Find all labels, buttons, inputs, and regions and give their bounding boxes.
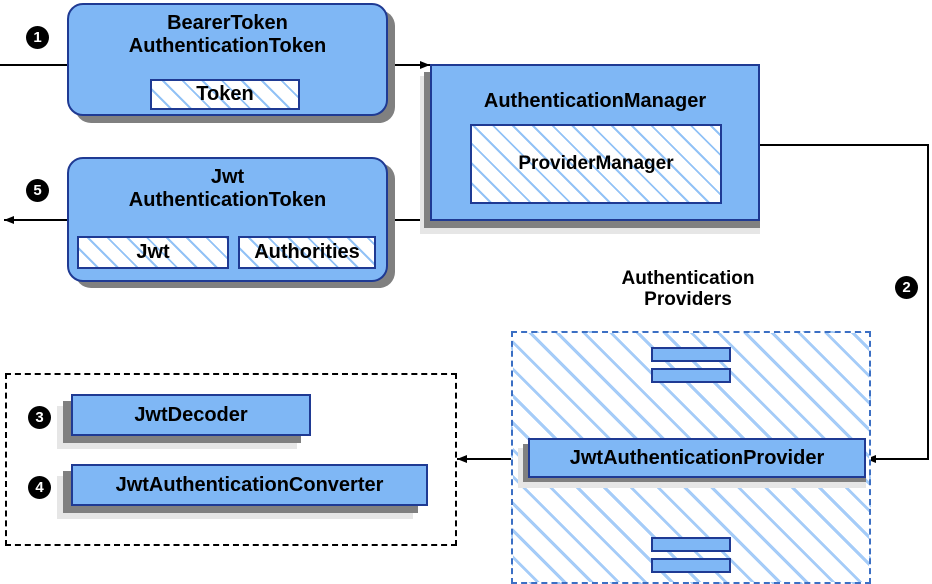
step-marker-3-number: 3 bbox=[35, 409, 44, 426]
provider-bar-top-2 bbox=[651, 368, 731, 383]
step-marker-1: 1 bbox=[26, 26, 49, 49]
provider-bar-top-1 bbox=[651, 347, 731, 362]
provider-bar-bottom-1 bbox=[651, 537, 731, 552]
jwt-token-label-line2: AuthenticationToken bbox=[128, 189, 327, 211]
authentication-manager-label: AuthenticationManager bbox=[483, 90, 707, 112]
jwt-authentication-converter-node[interactable]: JwtAuthenticationConverter bbox=[71, 464, 428, 506]
jwt-authentication-converter-label: JwtAuthenticationConverter bbox=[115, 473, 384, 496]
token-inner-box[interactable]: Token bbox=[150, 79, 300, 110]
jwt-inner-label: Jwt bbox=[136, 241, 170, 263]
provider-manager-inner-box[interactable]: ProviderManager bbox=[470, 124, 722, 204]
provider-manager-label: ProviderManager bbox=[518, 153, 674, 174]
authentication-providers-label-line2: Providers bbox=[644, 289, 732, 311]
jwt-inner-box[interactable]: Jwt bbox=[77, 236, 229, 269]
jwt-token-label-line1: Jwt bbox=[210, 166, 245, 188]
provider-bar-bottom-2 bbox=[651, 558, 731, 573]
bearer-token-label-line1: BearerToken bbox=[167, 12, 288, 34]
authorities-label: Authorities bbox=[254, 241, 360, 263]
token-label: Token bbox=[196, 83, 254, 105]
authentication-providers-label: Authentication Providers bbox=[588, 268, 788, 311]
step-marker-2: 2 bbox=[895, 276, 918, 299]
step-marker-2-number: 2 bbox=[902, 279, 911, 296]
jwt-helpers-group bbox=[5, 373, 457, 546]
authorities-inner-box[interactable]: Authorities bbox=[238, 236, 376, 269]
step-marker-4: 4 bbox=[28, 476, 51, 499]
step-marker-5-number: 5 bbox=[33, 182, 42, 199]
bearer-token-label-line2: AuthenticationToken bbox=[128, 35, 327, 57]
jwt-decoder-label: JwtDecoder bbox=[134, 403, 248, 426]
jwt-decoder-node[interactable]: JwtDecoder bbox=[71, 394, 311, 436]
step-marker-5: 5 bbox=[26, 179, 49, 202]
step-marker-3: 3 bbox=[28, 406, 51, 429]
jwt-authentication-provider-node[interactable]: JwtAuthenticationProvider bbox=[528, 438, 866, 478]
authentication-providers-label-line1: Authentication bbox=[621, 268, 755, 289]
step-marker-1-number: 1 bbox=[33, 29, 42, 46]
step-marker-4-number: 4 bbox=[35, 479, 44, 496]
jwt-authentication-provider-label: JwtAuthenticationProvider bbox=[569, 446, 825, 469]
